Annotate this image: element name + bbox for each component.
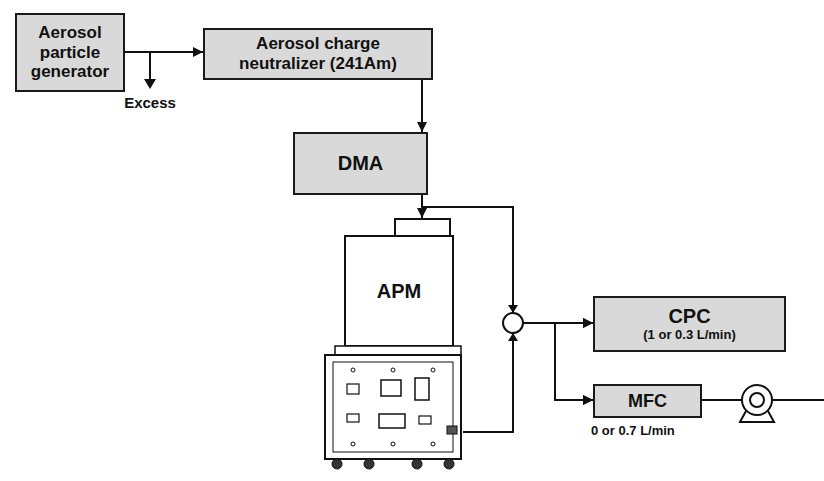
flow-connector — [463, 323, 593, 432]
box-label: Aerosol particle generator — [23, 23, 117, 82]
flow-rate: 0 or 0.7 L/min — [591, 424, 675, 439]
excess-line — [149, 52, 151, 80]
valve-symbol — [503, 313, 523, 333]
flow-label: Excess — [124, 94, 176, 111]
process-box: CPC(1 or 0.3 L/min) — [593, 296, 786, 352]
process-box: Aerosol particle generator — [15, 13, 125, 92]
process-box: Aerosol charge neutralizer (241Am) — [203, 28, 433, 80]
box-label: MFC — [628, 391, 667, 412]
valve-inlet-head — [508, 333, 518, 341]
instrument-name: APM — [377, 280, 421, 303]
instrument-apm: APM — [323, 218, 463, 470]
flow-connector — [125, 51, 203, 53]
excess-arrowhead — [144, 79, 156, 89]
box-label: CPC — [668, 305, 710, 328]
pump-base — [740, 411, 774, 422]
flow-connector — [463, 323, 593, 432]
flow-rate: (1 or 0.3 L/min) — [643, 328, 735, 343]
process-box: DMA — [293, 132, 428, 195]
pump-line — [702, 399, 742, 401]
valve-inlet-head — [508, 305, 518, 313]
process-box: MFC0 or 0.7 L/min — [593, 384, 702, 418]
box-label: Aerosol charge neutralizer (241Am) — [211, 34, 425, 73]
apm-outline — [323, 218, 463, 470]
pump-symbol — [742, 385, 772, 415]
box-label: DMA — [338, 152, 384, 175]
pump-rotor — [750, 393, 764, 407]
pump-exhaust — [772, 399, 824, 401]
flow-connector — [421, 80, 423, 132]
